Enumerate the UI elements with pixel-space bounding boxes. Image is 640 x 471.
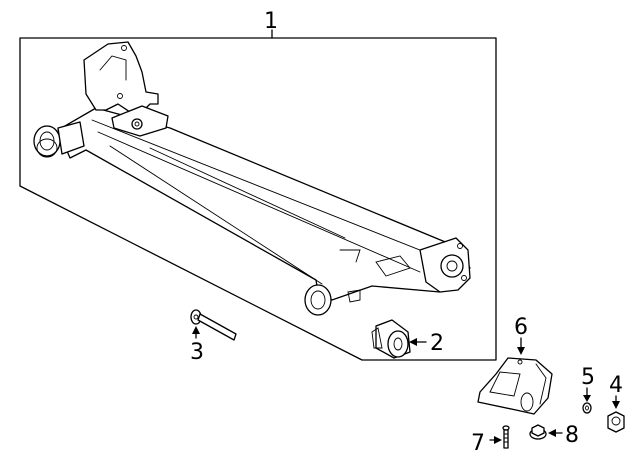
callout-5-arrowhead [583,395,591,402]
small-bolt [502,425,510,449]
callout-7-arrowhead [494,436,502,444]
callout-4-label: 4 [609,373,623,398]
callout-3-arrowhead [192,326,200,334]
callout-7-label: 7 [471,431,485,456]
flange-nut [529,424,547,440]
mounting-bolt [190,309,237,341]
nut [607,411,625,433]
callout-6-label: 6 [514,315,528,340]
callout-1-label: 1 [264,9,278,34]
rear-axle-beam [33,41,471,316]
assembly-frame [19,37,497,361]
axle-bushing [371,319,411,359]
callout-5-label: 5 [581,365,595,390]
callout-8-arrowhead [548,429,556,437]
callout-4-arrowhead [612,401,620,409]
washer [582,402,592,414]
mounting-bracket [477,357,553,415]
callout-3-label: 3 [190,340,204,365]
callout-2-arrowhead [409,338,417,346]
callout-6-arrowhead [517,347,525,355]
callout-8-label: 8 [565,423,579,448]
callout-2-label: 2 [430,331,444,356]
